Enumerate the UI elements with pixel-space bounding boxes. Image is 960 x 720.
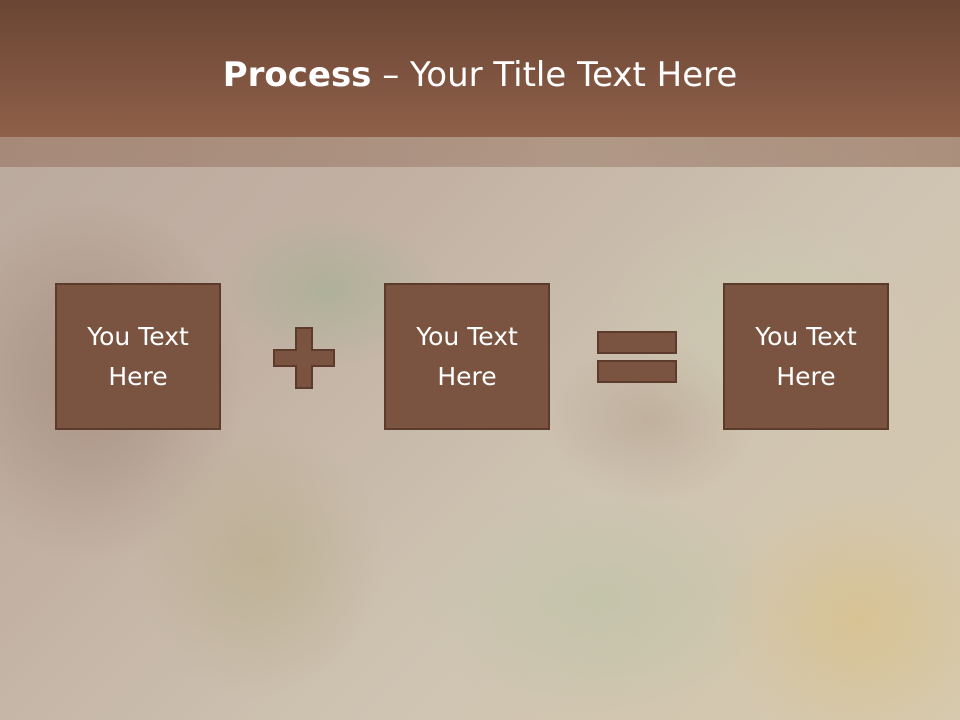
equals-icon bbox=[597, 331, 677, 383]
process-box-1: You Text Here bbox=[55, 283, 221, 430]
slide-title: Process – Your Title Text Here bbox=[0, 50, 960, 100]
header-bar bbox=[0, 0, 960, 137]
process-box-3-text: You Text Here bbox=[755, 321, 857, 391]
header-band bbox=[0, 137, 960, 167]
plus-icon bbox=[273, 327, 335, 389]
process-box-2: You Text Here bbox=[384, 283, 550, 430]
title-rest: – Your Title Text Here bbox=[371, 55, 738, 95]
process-box-2-text: You Text Here bbox=[416, 321, 518, 391]
process-box-3: You Text Here bbox=[723, 283, 889, 430]
title-bold: Process bbox=[222, 55, 372, 95]
process-box-1-text: You Text Here bbox=[87, 321, 189, 391]
